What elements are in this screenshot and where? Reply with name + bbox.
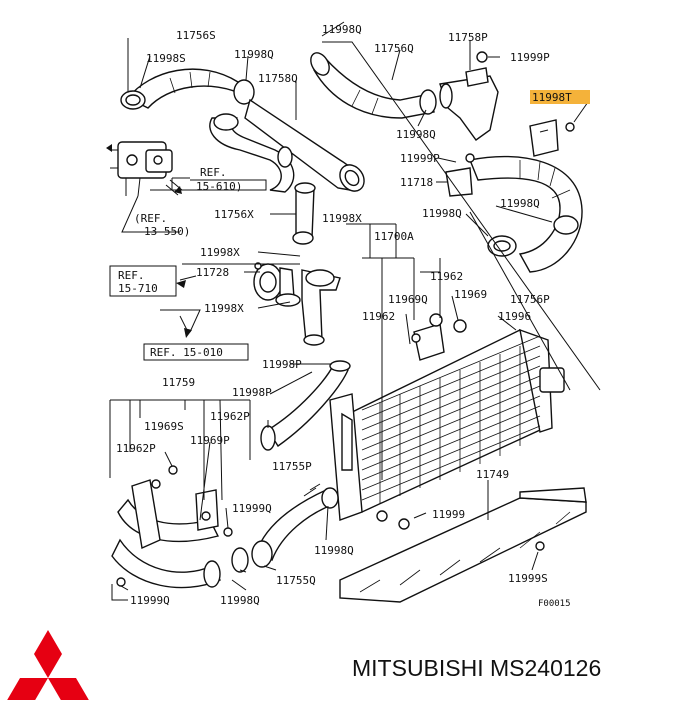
- fasteners-intercooler: [376, 313, 467, 530]
- label-part: 11756X: [214, 208, 254, 221]
- ref-box-15-010: [143, 343, 249, 361]
- label-part: 11759: [162, 376, 195, 389]
- label-part: 11962P: [116, 442, 156, 455]
- air-pipe-11728: [253, 262, 301, 307]
- label-part: 11998Q: [314, 544, 354, 557]
- actuator-assembly: [110, 141, 183, 197]
- label-part: 11962P: [210, 410, 250, 423]
- intercooler-11700a: [329, 323, 565, 521]
- clamp-11998s: [120, 90, 146, 110]
- elbow-pipe: [301, 269, 341, 346]
- label-part: 11962: [362, 310, 395, 323]
- hose-loop: [209, 113, 295, 193]
- label-part: 11998P: [232, 386, 272, 399]
- label-part: 11756P: [510, 293, 550, 306]
- ref-label: 13-550): [144, 225, 190, 238]
- label-part: 11999S: [508, 572, 548, 585]
- label-part: 11755Q: [276, 574, 316, 587]
- ref-box-15-710: [109, 265, 177, 297]
- label-part: 11998S: [146, 52, 186, 65]
- label-part: 11700A: [374, 230, 414, 243]
- label-part: 11998Q: [220, 594, 260, 607]
- clamp-11998q-top: [419, 89, 437, 115]
- reference-labels: REF. 15-610) (REF. 13-550) REF. 15-710 R…: [109, 166, 249, 361]
- label-part: 11999Q: [232, 502, 272, 515]
- highlight-marker: [530, 90, 590, 104]
- mitsubishi-logo: [6, 630, 90, 702]
- bracket-11718: [445, 119, 559, 197]
- label-part: 11969Q: [388, 293, 428, 306]
- logo-diamond-right: [48, 678, 90, 702]
- brand-part-number: MITSUBISHI MS240126: [352, 655, 601, 681]
- logo-diamond-top: [34, 630, 62, 678]
- label-part: 11998Q: [322, 23, 362, 36]
- label-part: 11998Q: [396, 128, 436, 141]
- hose-11756x: [292, 182, 316, 245]
- label-part: 11969: [454, 288, 487, 301]
- ref-arrowhead: [106, 144, 112, 152]
- label-part: 11998Q: [422, 207, 462, 220]
- hose-11756q: [310, 52, 435, 119]
- label-part: 11718: [400, 176, 433, 189]
- label-part: 11969S: [144, 420, 184, 433]
- label-part: 11998X: [322, 212, 362, 225]
- label-part: 11969P: [190, 434, 230, 447]
- ref-label: 15-710: [118, 282, 158, 295]
- hose-11756p: [469, 155, 583, 273]
- ref-label: REF.: [200, 166, 227, 179]
- part-labels: 11756S 11998S 11998Q 11758Q 11998Q 11756…: [116, 23, 590, 607]
- label-part: 11999: [432, 508, 465, 521]
- ref-label: REF. 15-010: [150, 346, 223, 359]
- ref-label: (REF.: [134, 212, 167, 225]
- undercover-11749: [339, 487, 587, 603]
- label-part: 11999P: [510, 51, 550, 64]
- figure-code: F00015: [538, 599, 571, 609]
- ref-arrowhead: [174, 186, 182, 194]
- label-part: 11998Q: [500, 197, 540, 210]
- label-part: 11999Q: [130, 594, 170, 607]
- logo-diamond-left: [6, 678, 48, 702]
- label-part: 11996: [498, 310, 531, 323]
- leader-lines: [109, 21, 601, 601]
- label-part: 11998Q: [234, 48, 274, 61]
- clamp-11998q-left: [233, 79, 255, 105]
- label-part: 11755P: [272, 460, 312, 473]
- label-part: 11962: [430, 270, 463, 283]
- pipe-11758q: [244, 98, 365, 192]
- ref-arrowhead: [184, 328, 192, 338]
- label-part: 11998X: [204, 302, 244, 315]
- pipe-11755p: [260, 360, 351, 451]
- pipe-11758p: [439, 67, 499, 141]
- label-part: 11758P: [448, 31, 488, 44]
- label-part: 11728: [196, 266, 229, 279]
- hose-assembly-11759: [111, 479, 221, 589]
- label-part: 11758Q: [258, 72, 298, 85]
- label-part: 11999P: [400, 152, 440, 165]
- ref-arrowhead: [176, 280, 186, 288]
- hose-11756s: [126, 68, 248, 109]
- bolts: [116, 51, 575, 587]
- label-part-highlighted: 11998T: [532, 91, 572, 104]
- ref-label: 15-610): [196, 180, 242, 193]
- pipe-11755q: [231, 483, 339, 573]
- label-part: 11749: [476, 468, 509, 481]
- label-part: 11756Q: [374, 42, 414, 55]
- ref-label: REF.: [118, 269, 145, 282]
- ref-arrows: [121, 177, 300, 333]
- intercooler-fins: [361, 335, 541, 504]
- label-part: 11998P: [262, 358, 302, 371]
- label-part: 11998X: [200, 246, 240, 259]
- label-part: 11756S: [176, 29, 216, 42]
